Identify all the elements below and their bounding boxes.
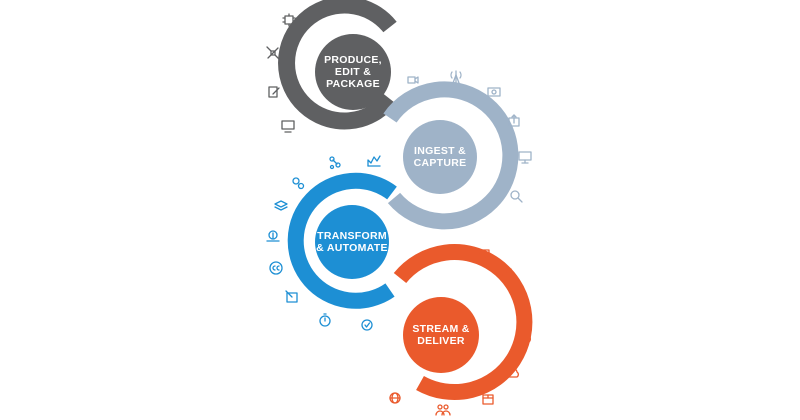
transform-circle [315, 205, 389, 279]
gears-icon [292, 177, 305, 190]
monitor-icon [281, 120, 295, 133]
stream-label: STREAM & DELIVER [412, 323, 470, 347]
chip-icon [282, 13, 296, 27]
stream-circle [403, 297, 479, 373]
cloud-devices-icon [505, 367, 519, 378]
layers-icon [274, 200, 288, 211]
stopwatch-icon [319, 313, 331, 327]
edit-document-icon [268, 86, 280, 98]
ingest-ring [383, 81, 519, 230]
closed-caption-icon [269, 261, 283, 275]
analytics-chart-icon [367, 155, 381, 167]
globe-icon [389, 392, 401, 404]
audience-icon [435, 404, 451, 416]
equalizer-icon [501, 268, 513, 280]
devices-icon [515, 301, 529, 312]
network-icon [329, 156, 341, 170]
ingest-label: INGEST & CAPTURE [413, 145, 467, 169]
produce-label: PRODUCE, EDIT & PACKAGE [324, 54, 382, 90]
transform-label: TRANSFORM & AUTOMATE [316, 230, 388, 254]
cast-screen-icon [476, 249, 490, 260]
antenna-icon [450, 70, 462, 84]
screen-icon [518, 151, 532, 164]
satellite-icon [266, 46, 280, 60]
transform-ring [287, 172, 397, 309]
phone-signal-icon [516, 333, 531, 345]
cloud-upload-icon [266, 230, 280, 242]
upload-icon [508, 114, 520, 127]
ingest-circle [403, 120, 477, 194]
produce-circle [315, 34, 391, 110]
search-icon [510, 190, 523, 203]
produce-ring [278, 0, 397, 130]
check-circle-icon [361, 319, 373, 331]
camera-icon [487, 87, 501, 97]
video-camera-icon [407, 76, 419, 84]
package-icon [482, 394, 494, 405]
edit-image-icon [285, 290, 298, 303]
